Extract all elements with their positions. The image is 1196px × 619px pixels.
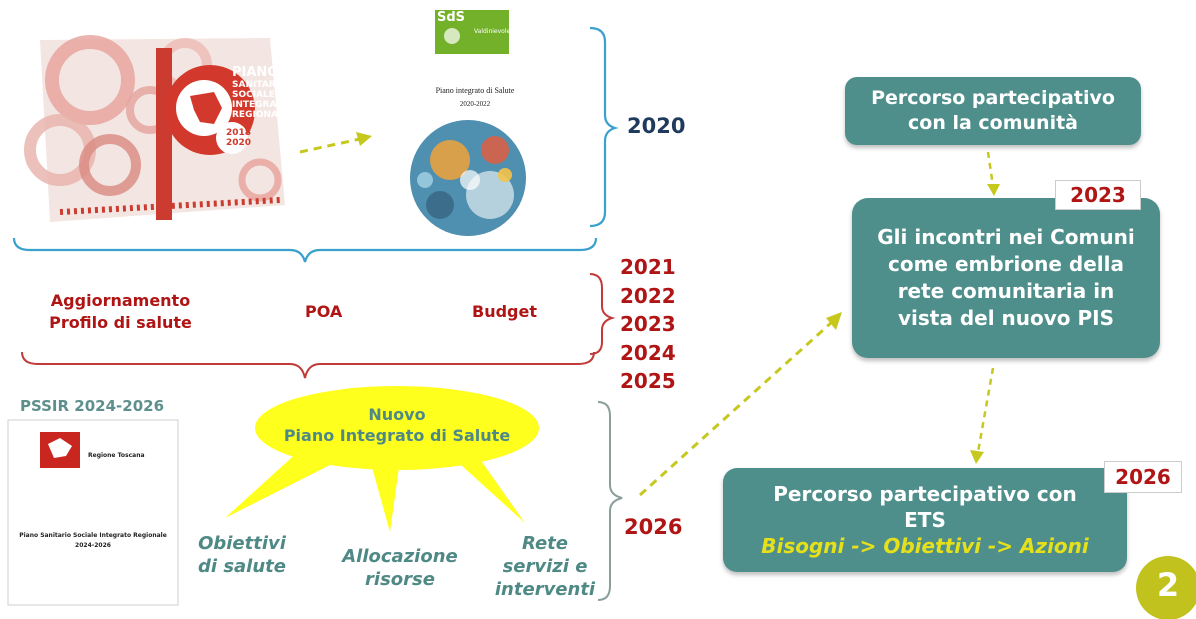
cover-title-line: PIANO bbox=[232, 65, 279, 80]
pis-doc-title: Piano integrato di Salute bbox=[435, 86, 515, 95]
bracket-middle-under bbox=[21, 351, 595, 379]
cover-year: 2020 bbox=[226, 138, 252, 148]
box-percorso-comunita: Percorso partecipativo con la comunità bbox=[845, 77, 1141, 145]
tag-2023: 2023 bbox=[1055, 180, 1141, 210]
pis-doc-years: 2020-2022 bbox=[459, 100, 491, 108]
bracket-middle-right bbox=[589, 273, 616, 355]
page-number-badge bbox=[1136, 556, 1196, 619]
box2-line: rete comunitaria in bbox=[897, 279, 1115, 303]
arrow-2026-to-box2 bbox=[638, 320, 834, 497]
cover-year: 2018 bbox=[226, 128, 252, 138]
ray-allocazione: Allocazione risorse bbox=[340, 545, 460, 591]
box3-subline: Bisogni -> Obiettivi -> Azioni bbox=[761, 534, 1089, 558]
tag-2026: 2026 bbox=[1104, 461, 1182, 493]
box-percorso-ets: Percorso partecipativo con ETS Bisogni -… bbox=[723, 468, 1127, 572]
poa-label: POA bbox=[305, 302, 343, 321]
box2-line: come embrione della bbox=[888, 252, 1124, 276]
box1-line: Percorso partecipativo bbox=[871, 87, 1115, 109]
year-item: 2024 bbox=[620, 340, 676, 365]
ray-line: Obiettivi bbox=[198, 533, 286, 554]
cover-title-line: SANITARIO bbox=[232, 80, 287, 90]
box2-line: Gli incontri nei Comuni bbox=[877, 225, 1135, 249]
pis-logo-text: SdS bbox=[437, 10, 466, 25]
pis-logo-sub: Valdinievole bbox=[474, 28, 511, 35]
box-incontri-comuni: Gli incontri nei Comuni come embrione de… bbox=[852, 198, 1160, 358]
cover-title: PIANO SANITARIO SOCIALE INTEGRATO REGION… bbox=[232, 65, 290, 121]
nuovo-label: Nuovo bbox=[368, 405, 426, 424]
profilo-salute-label: Profilo di salute bbox=[49, 313, 192, 332]
nuovo-pis-burst bbox=[225, 386, 539, 532]
cover-image bbox=[24, 35, 285, 222]
year-item: 2023 bbox=[620, 312, 676, 336]
pssir-document bbox=[7, 419, 179, 606]
arrow-box2-to-box3 bbox=[976, 367, 995, 453]
cover-years: 2018 2020 bbox=[226, 128, 252, 148]
box3-line: Percorso partecipativo con bbox=[773, 482, 1077, 506]
bracket-bottom-right bbox=[597, 401, 623, 601]
ray-line: Allocazione bbox=[342, 546, 458, 567]
aggiornamento-label: Aggiornamento bbox=[50, 291, 191, 310]
budget-label: Budget bbox=[472, 302, 537, 321]
arrow-2026-to-box2-head bbox=[826, 312, 842, 330]
page-number: 2 bbox=[1156, 566, 1180, 604]
years-list: 2021 2022 2023 2024 2025 bbox=[620, 253, 676, 396]
pssir-region: Regione Toscana bbox=[88, 452, 145, 459]
nuovo-pis-text: Nuovo Piano Integrato di Salute bbox=[262, 404, 532, 446]
year-2026: 2026 bbox=[624, 515, 683, 539]
health-icons-circle bbox=[410, 120, 526, 236]
ray-obiettivi: Obiettivi di salute bbox=[192, 532, 292, 578]
arrow-cover-to-pis-head bbox=[356, 132, 372, 146]
ray-line: servizi e bbox=[502, 556, 588, 577]
year-item: 2022 bbox=[620, 283, 676, 308]
cover-title-line: INTEGRATO bbox=[232, 100, 290, 110]
arrow-box1-to-box2 bbox=[986, 151, 995, 187]
ray-line: di salute bbox=[198, 556, 286, 577]
pssir-label: PSSIR 2024-2026 bbox=[20, 397, 165, 415]
ray-rete: Rete servizi e interventi bbox=[492, 532, 598, 601]
pis-label: Piano Integrato di Salute bbox=[283, 426, 511, 445]
ray-line: risorse bbox=[365, 569, 435, 590]
bracket-top-right bbox=[589, 26, 619, 228]
year-item: 2021 bbox=[620, 255, 676, 279]
year-item: 2025 bbox=[620, 369, 676, 393]
pssir-doc-years: 2024-2026 bbox=[75, 542, 111, 549]
arrow-box2-to-box3-head bbox=[970, 450, 984, 464]
ray-line: interventi bbox=[494, 579, 596, 600]
arrow-box1-to-box2-head bbox=[987, 184, 1000, 196]
arrow-cover-to-pis bbox=[299, 137, 361, 154]
box1-line: con la comunità bbox=[908, 112, 1078, 134]
year-2020: 2020 bbox=[627, 114, 686, 138]
box3-line: ETS bbox=[904, 508, 946, 532]
pssir-doc-title: Piano Sanitario Sociale Integrato Region… bbox=[19, 532, 167, 539]
aggiornamento-profilo: Aggiornamento Profilo di salute bbox=[28, 290, 213, 334]
cover-title-line: REGIONALE bbox=[232, 110, 290, 120]
bracket-top-under bbox=[12, 237, 598, 263]
ray-line: Rete bbox=[522, 533, 568, 554]
box2-line: vista del nuovo PIS bbox=[898, 306, 1114, 330]
cover-title-line: SOCIALE bbox=[232, 90, 275, 100]
